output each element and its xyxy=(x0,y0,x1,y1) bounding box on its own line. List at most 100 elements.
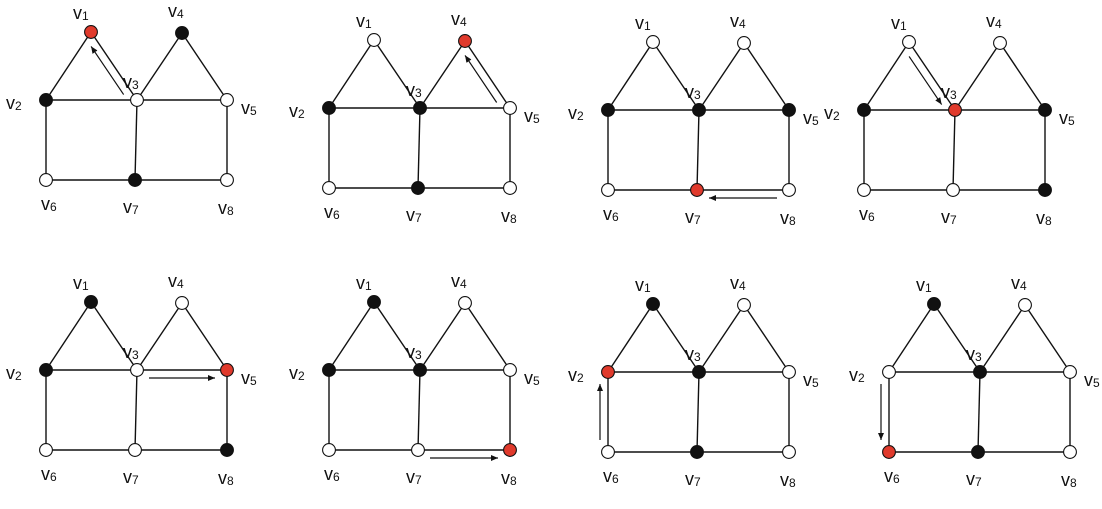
node-v5-white xyxy=(503,363,517,377)
vertex-label-v1: v1 xyxy=(356,11,372,31)
vertex-letter: v xyxy=(849,365,858,385)
node-v4-black xyxy=(175,26,189,40)
edge-v1-v3 xyxy=(933,303,981,373)
vertex-letter: v xyxy=(524,368,533,388)
edge-v1-v2 xyxy=(607,303,654,373)
vertex-index: 3 xyxy=(415,86,422,100)
vertex-letter: v xyxy=(603,466,612,486)
vertex-label-v3: v3 xyxy=(123,72,139,92)
vertex-index: 4 xyxy=(460,277,467,291)
vertex-letter: v xyxy=(941,82,950,102)
vertex-letter: v xyxy=(324,202,333,222)
node-v7-black xyxy=(128,173,142,187)
node-v5-red xyxy=(220,363,234,377)
node-v3-black xyxy=(692,103,706,117)
vertex-index: 4 xyxy=(739,17,746,31)
edge-v4-v5 xyxy=(464,302,511,371)
vertex-letter: v xyxy=(356,273,365,293)
vertex-index: 2 xyxy=(298,369,305,383)
vertex-index: 7 xyxy=(694,213,701,227)
node-v8-white xyxy=(503,181,517,195)
edge-v4-v5 xyxy=(181,32,228,101)
node-v8-red xyxy=(503,443,517,457)
edge-v1-v3 xyxy=(373,39,421,109)
edge-v3-v4 xyxy=(419,40,466,109)
node-v3-red xyxy=(948,103,962,117)
vertex-letter: v xyxy=(891,13,900,33)
vertex-label-v7: v7 xyxy=(406,205,422,225)
vertex-label-v4: v4 xyxy=(1011,273,1027,293)
vertex-letter: v xyxy=(966,344,975,364)
vertex-letter: v xyxy=(1059,108,1068,128)
vertex-index: 7 xyxy=(694,475,701,489)
node-v1-white xyxy=(367,33,381,47)
vertex-letter: v xyxy=(685,344,694,364)
node-v2-black xyxy=(39,93,53,107)
node-v6-white xyxy=(857,183,871,197)
vertex-label-v6: v6 xyxy=(324,464,340,484)
node-v4-white xyxy=(993,36,1007,50)
node-v1-white xyxy=(646,35,660,49)
node-v3-black xyxy=(413,363,427,377)
node-v8-white xyxy=(782,183,796,197)
vertex-index: 1 xyxy=(644,19,651,33)
vertex-label-v1: v1 xyxy=(891,13,907,33)
move-arrow-v3-v1 xyxy=(90,46,125,95)
vertex-index: 1 xyxy=(900,19,907,33)
vertex-letter: v xyxy=(406,342,415,362)
vertex-index: 7 xyxy=(415,211,422,225)
vertex-index: 3 xyxy=(950,88,957,102)
vertex-label-v1: v1 xyxy=(73,3,89,23)
edge-v3-v7 xyxy=(696,371,700,453)
vertex-letter: v xyxy=(289,363,298,383)
vertex-letter: v xyxy=(324,464,333,484)
node-v1-red xyxy=(84,25,98,39)
node-v2-black xyxy=(601,103,615,117)
move-arrow-v5-v4 xyxy=(464,55,498,103)
vertex-letter: v xyxy=(218,468,227,488)
node-v2-red xyxy=(601,365,615,379)
vertex-index: 6 xyxy=(612,210,619,224)
node-v5-white xyxy=(1063,365,1077,379)
vertex-letter: v xyxy=(635,275,644,295)
vertex-label-v1: v1 xyxy=(635,13,651,33)
node-v4-white xyxy=(458,296,472,310)
node-v1-white xyxy=(902,35,916,49)
vertex-letter: v xyxy=(406,467,415,487)
node-v5-black xyxy=(1038,103,1052,117)
vertex-index: 4 xyxy=(995,17,1002,31)
vertex-letter: v xyxy=(406,80,415,100)
vertex-label-v3: v3 xyxy=(123,342,139,362)
node-v6-white xyxy=(322,443,336,457)
vertex-index: 8 xyxy=(1070,476,1077,490)
vertex-letter: v xyxy=(685,207,694,227)
edge-v1-v2 xyxy=(863,41,910,111)
vertex-index: 8 xyxy=(789,214,796,228)
vertex-letter: v xyxy=(524,106,533,126)
vertex-index: 6 xyxy=(333,208,340,222)
vertex-label-v5: v5 xyxy=(1084,370,1100,390)
node-v1-black xyxy=(84,295,98,309)
node-v2-white xyxy=(882,365,896,379)
node-v6-white xyxy=(322,181,336,195)
vertex-label-v4: v4 xyxy=(451,271,467,291)
node-v7-black xyxy=(971,445,985,459)
vertex-label-v2: v2 xyxy=(824,103,840,123)
vertex-letter: v xyxy=(780,208,789,228)
vertex-label-v3: v3 xyxy=(685,344,701,364)
vertex-letter: v xyxy=(685,82,694,102)
edge-v3-v7 xyxy=(134,369,138,451)
vertex-index: 3 xyxy=(694,350,701,364)
vertex-index: 4 xyxy=(1020,279,1027,293)
vertex-label-v7: v7 xyxy=(941,207,957,227)
vertex-letter: v xyxy=(685,469,694,489)
vertex-index: 1 xyxy=(644,281,651,295)
node-v6-white xyxy=(39,173,53,187)
vertex-index: 5 xyxy=(250,374,257,388)
vertex-label-v5: v5 xyxy=(803,370,819,390)
vertex-index: 8 xyxy=(1045,214,1052,228)
vertex-index: 5 xyxy=(250,104,257,118)
